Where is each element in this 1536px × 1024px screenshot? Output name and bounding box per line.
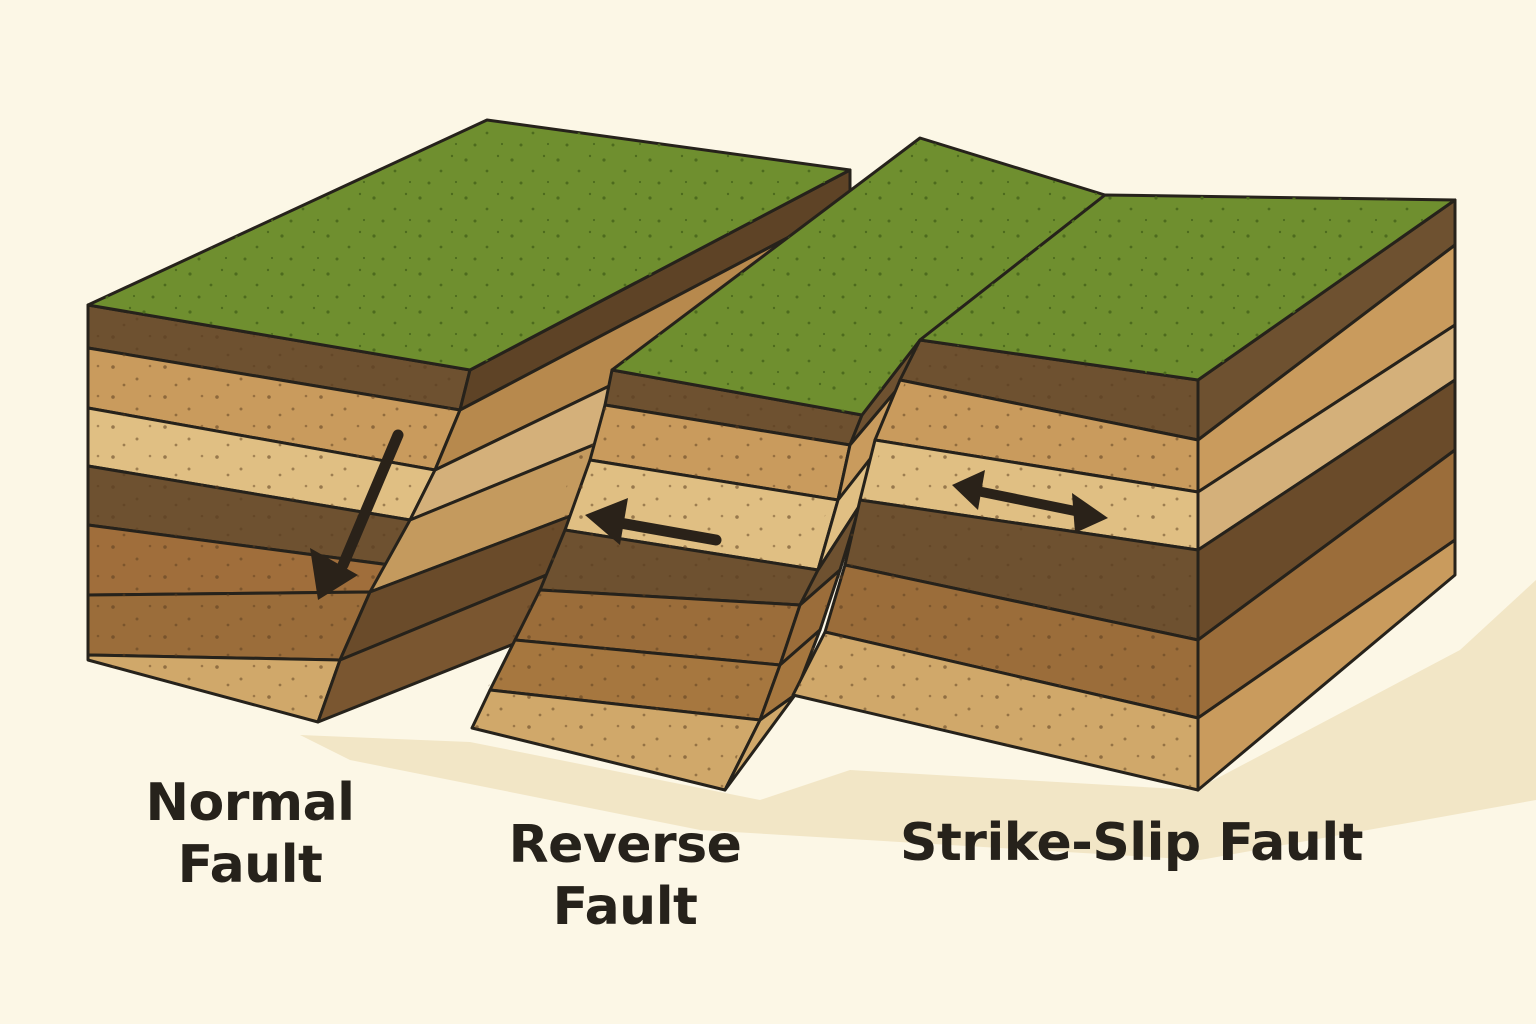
reverse-fault-label: Reverse Fault: [505, 814, 745, 938]
reverse-fault-label-line-1: Reverse: [508, 815, 742, 875]
ground-shadow: [300, 580, 1536, 860]
strike-slip-fault-arrow: [952, 470, 1108, 533]
normal-fault-label-line-1: Normal: [145, 773, 356, 833]
reverse-fault-arrow: [585, 498, 722, 546]
normal-fault-label-line-2: Fault: [177, 835, 323, 895]
strike-slip-fault-block: [791, 193, 1457, 792]
normal-fault-arrow: [310, 429, 404, 600]
strike-slip-fault-label-text: Strike-Slip Fault: [900, 813, 1364, 873]
reverse-fault-block: [470, 136, 1107, 792]
strike-slip-fault-label: Strike-Slip Fault: [900, 812, 1364, 874]
reverse-fault-label-line-2: Fault: [552, 877, 698, 937]
normal-fault-label: Normal Fault: [140, 772, 360, 896]
